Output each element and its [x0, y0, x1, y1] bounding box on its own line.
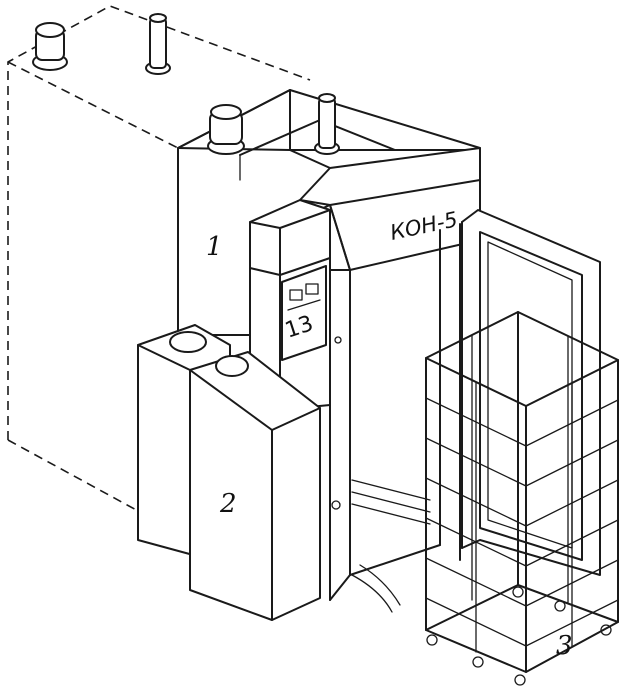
top-fitting-left	[207, 104, 245, 155]
callout-3: 3	[556, 631, 573, 661]
back-top-fitting-left	[32, 22, 68, 71]
oven-door-frame	[329, 223, 461, 613]
open-oven-door	[461, 209, 601, 576]
proofer-cabinet-2	[137, 324, 321, 621]
control-panel: 13	[281, 265, 342, 361]
brand-header: КОН-5	[299, 147, 481, 271]
back-top-fitting-right	[145, 13, 171, 75]
callout-2: 2	[219, 489, 237, 519]
rack-trolley-3	[425, 311, 619, 686]
callout-1: 1	[206, 232, 223, 262]
top-fitting-right	[314, 93, 340, 155]
